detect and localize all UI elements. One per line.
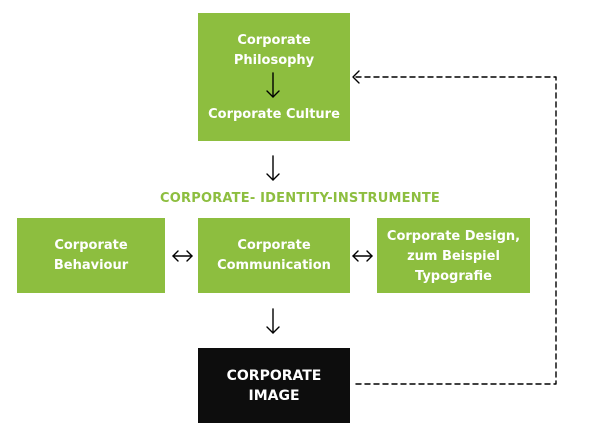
design-line1: Corporate Design, bbox=[386, 229, 521, 244]
corporate-philosophy-label: Corporate Philosophy bbox=[198, 31, 350, 71]
arrow-culture-to-instruments bbox=[266, 155, 280, 181]
design-line2: zum Beispiel bbox=[407, 249, 500, 264]
corporate-philosophy-culture-box: Corporate Philosophy Corporate Culture bbox=[198, 13, 350, 141]
communication-line1: Corporate bbox=[237, 238, 311, 253]
corporate-behaviour-box: Corporate Behaviour bbox=[17, 218, 165, 293]
double-arrow-behaviour-communication bbox=[172, 250, 193, 262]
corporate-image-box: CORPORATE IMAGE bbox=[198, 348, 350, 423]
double-arrow-communication-design bbox=[352, 250, 373, 262]
image-line2: IMAGE bbox=[248, 388, 300, 404]
design-line3: Typografie bbox=[415, 269, 492, 284]
arrow-communication-to-image bbox=[266, 308, 280, 334]
dashed-feedback-loop bbox=[352, 70, 557, 385]
corporate-design-box: Corporate Design, zum Beispiel Typografi… bbox=[377, 218, 530, 293]
corporate-philosophy-line1: Corporate bbox=[237, 33, 311, 48]
behaviour-line1: Corporate bbox=[54, 238, 128, 253]
behaviour-line2: Behaviour bbox=[53, 258, 129, 273]
instruments-caption: CORPORATE- IDENTITY-INSTRUMENTE bbox=[160, 191, 440, 206]
arrow-philosophy-to-culture bbox=[266, 72, 280, 98]
corporate-philosophy-line2: Philosophy bbox=[233, 53, 315, 68]
communication-line2: Communication bbox=[217, 258, 331, 273]
image-line1: CORPORATE bbox=[226, 368, 322, 384]
corporate-communication-box: Corporate Communication bbox=[198, 218, 350, 293]
corporate-culture-label: Corporate Culture bbox=[208, 107, 340, 122]
